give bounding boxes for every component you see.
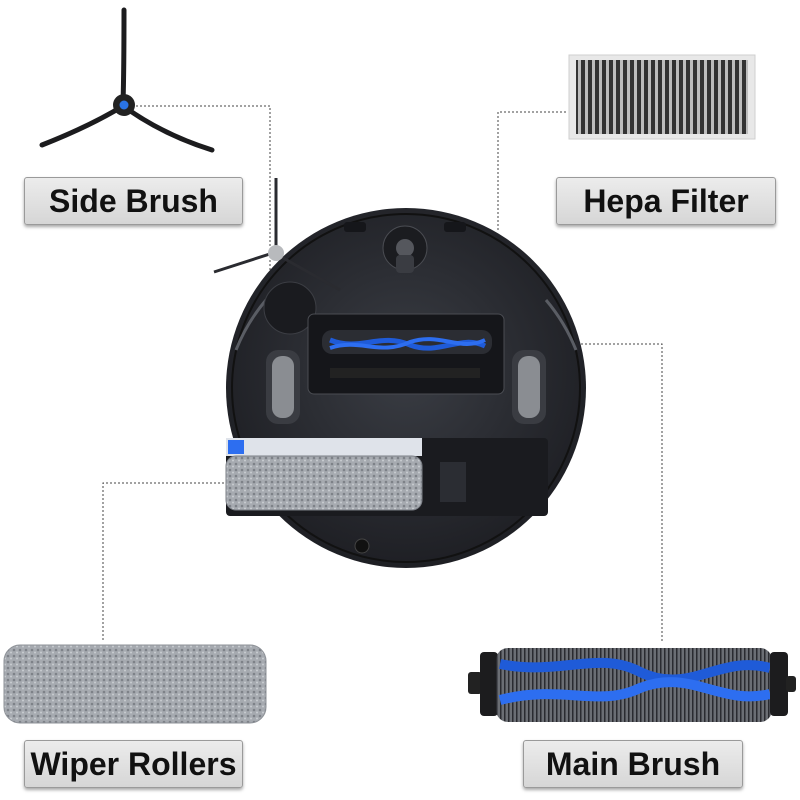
label-wiper-rollers: Wiper Rollers	[24, 740, 243, 788]
label-hepa-filter: Hepa Filter	[556, 177, 776, 225]
label-side-brush: Side Brush	[24, 177, 243, 225]
connector-lines	[102, 105, 663, 642]
connector-main-brush	[565, 343, 663, 642]
robot-vacuum-icon	[213, 178, 586, 568]
connector-hepa-filter	[497, 111, 566, 232]
side-brush-icon	[39, 7, 215, 153]
label-main-brush: Main Brush	[523, 740, 743, 788]
wiper-roller-icon	[3, 644, 267, 724]
hepa-filter-icon	[568, 54, 756, 140]
main-brush-icon	[468, 648, 796, 722]
connector-side-brush	[128, 105, 271, 300]
connector-wiper-rollers	[102, 482, 228, 642]
